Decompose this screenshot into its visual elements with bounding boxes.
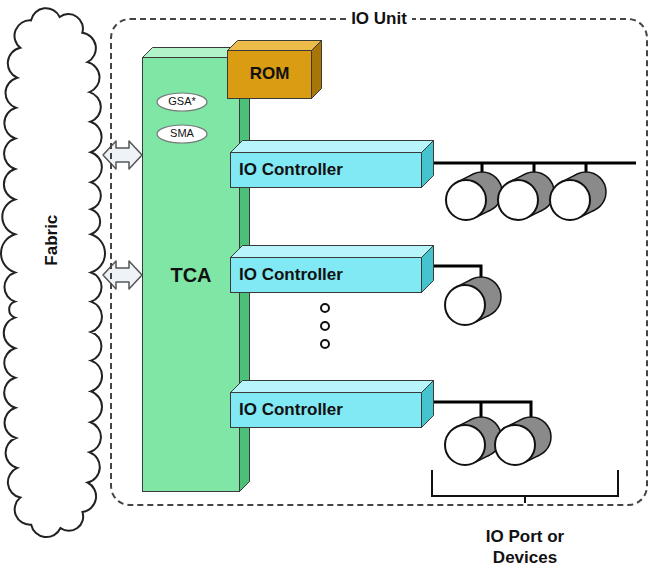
box-front bbox=[231, 153, 422, 188]
io-bus bbox=[432, 163, 636, 417]
disk-symbol bbox=[495, 417, 551, 465]
box-top bbox=[231, 141, 434, 153]
bus-wire bbox=[432, 402, 531, 417]
bus-stub bbox=[533, 163, 536, 172]
disk-devices bbox=[445, 172, 606, 465]
box-front bbox=[228, 51, 312, 99]
bus-wire bbox=[432, 266, 481, 277]
box-top bbox=[228, 41, 322, 51]
group-bracket bbox=[432, 470, 618, 503]
cloud-outline bbox=[1, 8, 105, 537]
disk-symbol bbox=[445, 277, 501, 325]
bus-stub bbox=[480, 402, 483, 417]
disk-symbol bbox=[446, 172, 502, 220]
group-label: IO Port or Devices bbox=[465, 526, 585, 569]
text-area: SMA bbox=[156, 124, 208, 144]
agent-ellipse: SMA bbox=[156, 124, 208, 144]
text-area: IO Controller bbox=[230, 392, 422, 428]
dot bbox=[321, 340, 329, 348]
box-front bbox=[231, 393, 422, 428]
box-side bbox=[422, 246, 434, 293]
node-label: IO Controller bbox=[239, 160, 343, 180]
node-label: Fabric bbox=[43, 215, 63, 266]
text-area: Fabric bbox=[3, 5, 103, 476]
disk-symbol bbox=[445, 417, 501, 465]
box-top bbox=[231, 246, 434, 258]
ellipse-outline bbox=[157, 93, 207, 111]
text-area: IO Unit bbox=[112, 7, 646, 31]
box-side bbox=[422, 141, 434, 188]
region-title: IO Unit bbox=[346, 9, 412, 29]
node-label: IO Controller bbox=[239, 265, 343, 285]
box-front bbox=[231, 258, 422, 293]
block-arrow bbox=[103, 261, 142, 289]
disk-symbol bbox=[550, 172, 606, 220]
dot bbox=[321, 304, 329, 312]
ellipsis-dots bbox=[321, 304, 329, 348]
fabric-cloud: Fabric bbox=[3, 5, 103, 540]
bus-stub bbox=[481, 163, 484, 172]
box-front bbox=[143, 58, 240, 492]
fabric-cloud-outline bbox=[3, 5, 103, 540]
bus-stub bbox=[585, 163, 588, 172]
box-top bbox=[231, 381, 434, 393]
node-label: GSA* bbox=[168, 95, 196, 108]
node-label: TCA bbox=[170, 263, 211, 287]
ellipse-outline bbox=[157, 125, 207, 143]
text-area: IO Controller bbox=[230, 152, 422, 188]
agent-ellipse: GSA* bbox=[156, 92, 208, 112]
unit-boundary: IO UnitTCAGSA*SMAROMIO ControllerIO Cont… bbox=[110, 18, 648, 506]
text-area: GSA* bbox=[156, 92, 208, 112]
rom-box: ROM bbox=[227, 40, 322, 99]
controller-box: IO Controller bbox=[230, 140, 434, 188]
controller-box: IO Controller bbox=[230, 380, 434, 428]
text-area: ROM bbox=[227, 50, 312, 99]
box-side bbox=[422, 381, 434, 428]
text-area: IO Controller bbox=[230, 257, 422, 293]
controller-box: IO Controller bbox=[230, 245, 434, 293]
text-area: TCA bbox=[142, 57, 240, 492]
node-label: IO Controller bbox=[239, 400, 343, 420]
node-label: SMA bbox=[170, 127, 194, 140]
dot bbox=[321, 322, 329, 330]
disk-symbol bbox=[498, 172, 554, 220]
node-label: ROM bbox=[250, 64, 290, 84]
box-side bbox=[312, 41, 322, 99]
block-arrow bbox=[103, 141, 142, 169]
